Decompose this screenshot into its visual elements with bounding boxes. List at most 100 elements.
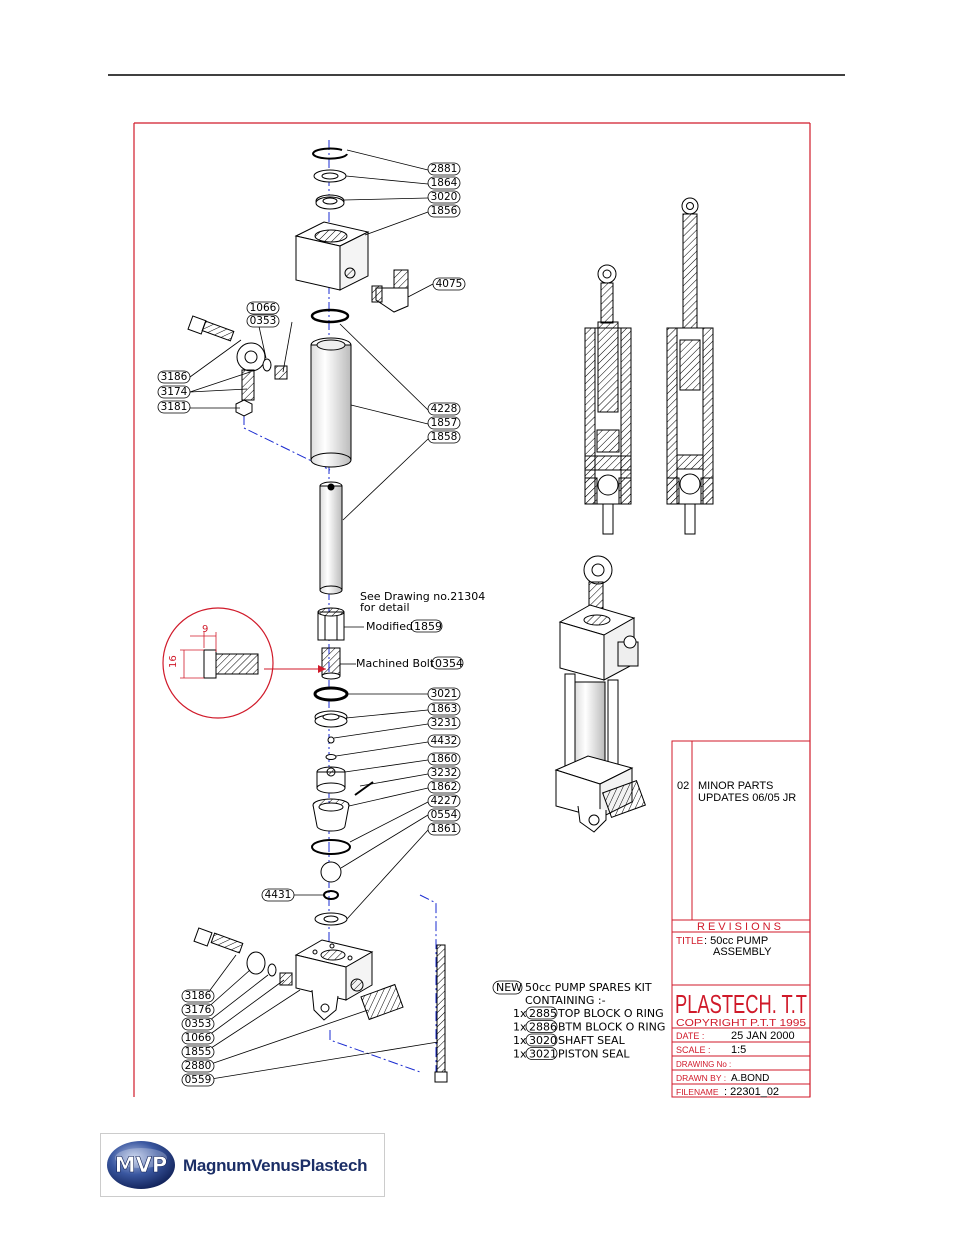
part-label-0353: 0353 — [250, 315, 277, 327]
part-label-1856: 1856 — [431, 205, 458, 217]
revisions-label: REVISIONS — [697, 921, 784, 933]
detail-dim-width: 9 — [202, 624, 208, 635]
kit-item-description: SHAFT SEAL — [558, 1034, 626, 1047]
kit-item-qty: 1x — [513, 1048, 527, 1061]
spares-kit-title: 50cc PUMP SPARES KIT — [525, 981, 652, 994]
part-label-4228-bubble — [427, 402, 461, 416]
part-label-1864: 1864 — [431, 177, 458, 189]
part-label-bottom-1855: 1855 — [185, 1046, 212, 1058]
kit-item-description: PISTON SEAL — [558, 1048, 630, 1061]
logo-wordmark: MagnumVenusPlastech — [183, 1156, 368, 1175]
part-label-3174-bubble — [157, 385, 191, 399]
part-label-3186-bubble — [157, 370, 191, 384]
part-label-bottom-0559-bubble — [181, 1073, 215, 1087]
part-label-bottom-1066-bubble — [181, 1031, 215, 1045]
part-label-bottom-0353-bubble — [181, 1017, 215, 1031]
part-label-bottom-0559: 0559 — [185, 1074, 212, 1086]
part-label-1862: 1862 — [431, 781, 458, 793]
spares-kit: NEW 50cc PUMP SPARES KIT CONTAINING :- 1… — [492, 980, 665, 1061]
kit-item-description: BTM BLOCK O RING — [558, 1021, 665, 1034]
part-label-3174: 3174 — [161, 386, 188, 398]
kit-item-part: 2885 — [529, 1007, 557, 1020]
note-modified: Modified — [366, 620, 413, 633]
leader-lines — [189, 149, 439, 1081]
mvp-logo-icon: MVP — [107, 1141, 175, 1189]
drawn-by-label: DRAWN BY : — [676, 1073, 726, 1083]
part-label-4432-bubble — [427, 734, 461, 748]
part-label-4431: 4431 — [265, 889, 292, 901]
part-label-bottom-0353: 0353 — [185, 1018, 212, 1030]
exploded-assembly — [187, 147, 448, 1083]
part-label-1861: 1861 — [431, 823, 458, 835]
detail-dim-height: 16 — [168, 655, 179, 668]
kit-item-part: 3021 — [529, 1048, 557, 1061]
revision-line-2: UPDATES 06/05 JR — [698, 792, 796, 804]
part-label-1864-bubble — [427, 176, 461, 190]
title-block: 02 MINOR PARTS UPDATES 06/05 JR REVISION… — [671, 740, 811, 1098]
part-label-bottom-3176: 3176 — [185, 1004, 212, 1016]
filename-label: FILENAME — [676, 1087, 719, 1097]
part-label-0554: 0554 — [431, 809, 458, 821]
part-label-bottom-1066: 1066 — [185, 1032, 212, 1044]
part-label-3021: 3021 — [431, 688, 458, 700]
drawn-by-value: A.BOND — [731, 1073, 769, 1084]
part-label-1858-bubble — [427, 430, 461, 444]
date-label: DATE : — [676, 1031, 704, 1041]
part-label-3231-bubble — [427, 716, 461, 730]
title-label: TITLE — [676, 936, 704, 947]
part-label-0554-bubble — [427, 808, 461, 822]
scale-value: 1:5 — [731, 1044, 746, 1056]
part-label-bottom-2880-bubble — [181, 1059, 215, 1073]
part-label-4075-bubble — [432, 277, 466, 291]
detail-view: 9 16 — [162, 607, 326, 719]
note-see-drawing-1: See Drawing no.21304 — [360, 590, 485, 603]
part-label-bottom-1855-bubble — [181, 1045, 215, 1059]
scale-label: SCALE : — [676, 1045, 711, 1055]
part-label-1860: 1860 — [431, 753, 458, 765]
assembly-iso-view — [554, 555, 647, 833]
part-label-1863-bubble — [427, 702, 461, 716]
kit-item-qty: 1x — [513, 1034, 527, 1047]
part-label-4227: 4227 — [431, 795, 458, 807]
part-label-3021-bubble — [427, 687, 461, 701]
copyright: COPYRIGHT P.T.T 1995 — [676, 1018, 807, 1029]
part-label-3232: 3232 — [431, 767, 458, 779]
kit-item-part-bubble — [525, 1033, 558, 1047]
note-modified-part: 1859 — [414, 620, 442, 633]
drawing-number-label: DRAWING No : — [676, 1060, 731, 1069]
company-name: PLASTECH. T.T — [675, 989, 807, 1019]
kit-item-part-bubble — [525, 1006, 558, 1020]
part-label-3181: 3181 — [161, 401, 188, 413]
part-label-3020-bubble — [427, 190, 461, 204]
part-label-1856-bubble — [427, 204, 461, 218]
part-label-4227-bubble — [427, 794, 461, 808]
part-label-3181-bubble — [157, 400, 191, 414]
note-machined-bolt: Machined Bolt — [356, 657, 435, 670]
part-label-4431-bubble — [261, 888, 295, 902]
part-label-bottom-2880: 2880 — [185, 1060, 212, 1072]
spares-kit-badge: NEW — [496, 981, 522, 994]
revision-number: 02 — [677, 780, 689, 792]
part-label-1863: 1863 — [431, 703, 458, 715]
title-line-2: ASSEMBLY — [713, 946, 772, 958]
filename-value: : 22301_02 — [724, 1086, 779, 1098]
kit-item-qty: 1x — [513, 1021, 527, 1034]
part-label-bottom-3186-bubble — [181, 989, 215, 1003]
kit-item-part: 2886 — [529, 1021, 557, 1034]
part-label-3231: 3231 — [431, 717, 458, 729]
notes: See Drawing no.21304 for detail Modified… — [356, 590, 485, 670]
part-label-4075: 4075 — [436, 278, 463, 290]
part-label-0353-bubble — [246, 314, 280, 328]
part-label-1066: 1066 — [250, 302, 277, 314]
part-label-3186: 3186 — [161, 371, 188, 383]
part-label-4228: 4228 — [431, 403, 458, 415]
part-label-1858: 1858 — [431, 431, 458, 443]
revision-line-1: MINOR PARTS — [698, 780, 773, 792]
note-machined-bolt-part: 0354 — [435, 657, 463, 670]
part-label-bottom-3176-bubble — [181, 1003, 215, 1017]
section-views — [584, 197, 714, 535]
kit-item-part: 3020 — [529, 1034, 557, 1047]
part-label-1861-bubble — [427, 822, 461, 836]
